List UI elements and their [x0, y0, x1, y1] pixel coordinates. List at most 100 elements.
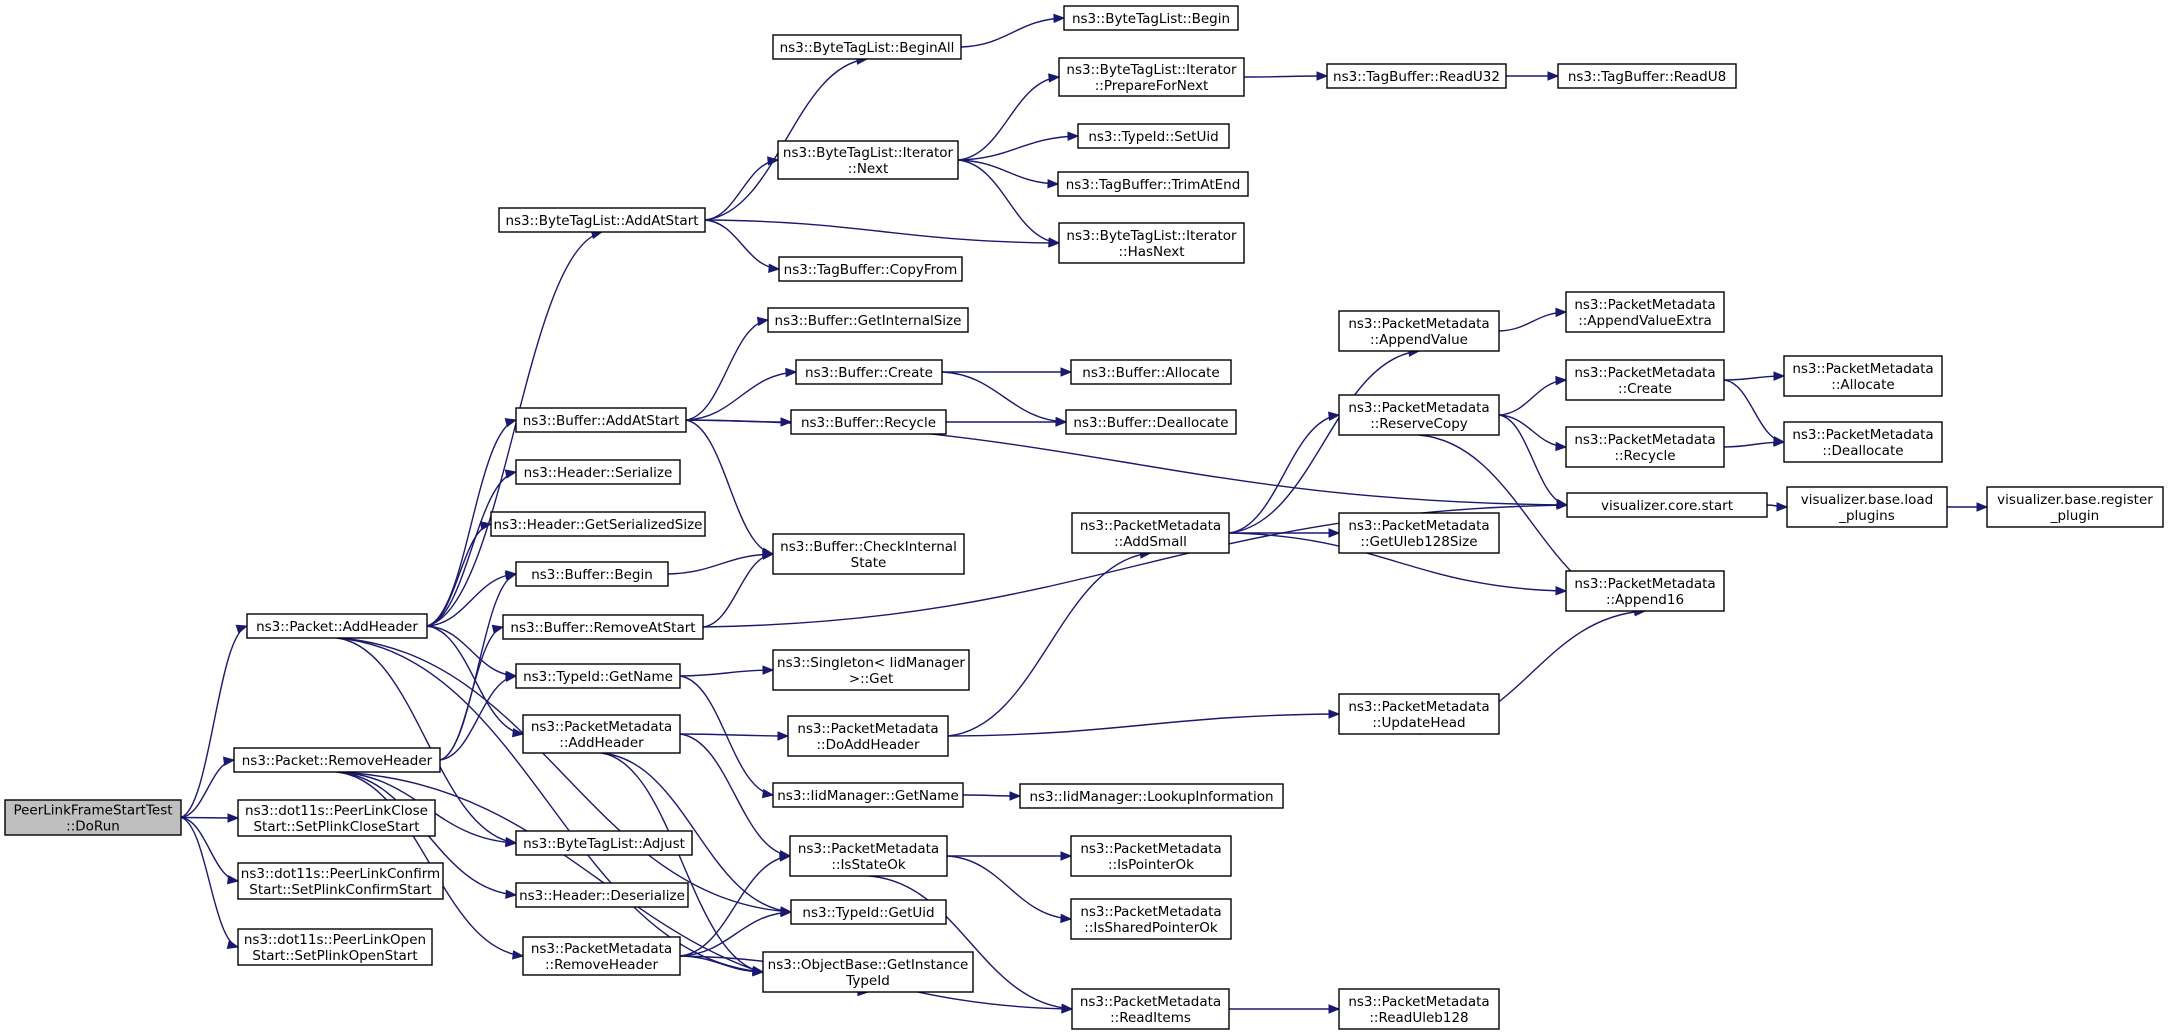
node-pm-updatehead[interactable]: ns3::PacketMetadata::UpdateHead [1338, 693, 1500, 735]
node-box [1986, 486, 2164, 528]
edge-line [679, 911, 792, 957]
node-box [515, 830, 693, 856]
node-pm-allocate[interactable]: ns3::PacketMetadata::Allocate [1783, 355, 1943, 397]
node-box [1070, 359, 1232, 385]
arrowhead-icon [505, 672, 518, 682]
edge-pm_readitems-to-pm_readuleb128 [1228, 1004, 1341, 1014]
node-btl-it-hasnext[interactable]: ns3::ByteTagList::Iterator::HasNext [1058, 222, 1245, 264]
node-label-line: ns3::Buffer::Begin [531, 567, 653, 583]
node-iid-lookupinfo[interactable]: ns3::IidManager::LookupInformation [1019, 783, 1284, 809]
node-box [1783, 355, 1943, 397]
node-buf-create[interactable]: ns3::Buffer::Create [795, 359, 943, 385]
node-pm-addsmall[interactable]: ns3::PacketMetadata::AddSmall [1071, 512, 1230, 554]
node-tb-readu32[interactable]: ns3::TagBuffer::ReadU32 [1326, 63, 1507, 89]
node-iid-getname[interactable]: ns3::IidManager::GetName [772, 782, 964, 808]
node-plink-close[interactable]: ns3::dot11s::PeerLinkCloseStart::SetPlin… [237, 799, 436, 837]
node-pm-append16[interactable]: ns3::PacketMetadata::Append16 [1565, 570, 1725, 612]
node-box [237, 928, 433, 966]
arrowhead-icon [226, 939, 240, 950]
node-btl-it-next[interactable]: ns3::ByteTagList::Iterator::Next [777, 140, 959, 180]
node-tb-readu8[interactable]: ns3::TagBuffer::ReadU8 [1557, 63, 1737, 89]
node-typeid-getname[interactable]: ns3::TypeId::GetName [515, 663, 681, 689]
node-buf-removeatstart[interactable]: ns3::Buffer::RemoveAtStart [502, 614, 704, 640]
node-pm-deallocate[interactable]: ns3::PacketMetadata::Deallocate [1783, 421, 1943, 463]
node-box [1058, 222, 1245, 264]
node-label-line: ns3::PacketMetadata [1080, 904, 1221, 920]
node-typeid-setuid[interactable]: ns3::TypeId::SetUid [1077, 123, 1230, 149]
node-label-line: Start::SetPlinkConfirmStart [249, 882, 431, 898]
edge-pm_appendvalue-to-pm_appendvalueextra [1498, 307, 1568, 332]
node-pm-appendvalue[interactable]: ns3::PacketMetadata::AppendValue [1338, 310, 1500, 352]
edge-pm_removeheader-to-ob_getinstancetypeid [679, 955, 765, 977]
node-buf-begin[interactable]: ns3::Buffer::Begin [515, 561, 669, 587]
node-box [1338, 394, 1500, 436]
node-pm-appendvalueextra[interactable]: ns3::PacketMetadata::AppendValueExtra [1565, 291, 1725, 333]
node-pm-reservecopy[interactable]: ns3::PacketMetadata::ReserveCopy [1338, 394, 1500, 436]
edge-typeid_getname-to-iid_getname [679, 675, 775, 799]
node-viz-load-plugins[interactable]: visualizer.base.load_plugins [1786, 486, 1948, 528]
node-hdr-deserialize[interactable]: ns3::Header::Deserialize [515, 882, 689, 908]
arrowhead-icon [1555, 441, 1568, 452]
node-viz-core-start[interactable]: visualizer.core.start [1566, 492, 1768, 518]
node-hdr-serialize[interactable]: ns3::Header::Serialize [515, 459, 681, 485]
node-pm-doaddheader[interactable]: ns3::PacketMetadata::DoAddHeader [787, 715, 949, 757]
node-pm-getuleb128size[interactable]: ns3::PacketMetadata::GetUleb128Size [1338, 512, 1500, 554]
node-buf-getinternalsize[interactable]: ns3::Buffer::GetInternalSize [767, 307, 969, 333]
node-pm-removeheader[interactable]: ns3::PacketMetadata::RemoveHeader [522, 936, 681, 976]
node-hdr-getsersize[interactable]: ns3::Header::GetSerializedSize [490, 511, 706, 537]
node-label-line: ns3::ObjectBase::GetInstance [768, 957, 969, 973]
node-pm-create[interactable]: ns3::PacketMetadata::Create [1565, 359, 1725, 401]
node-pm-readitems[interactable]: ns3::PacketMetadata::ReadItems [1071, 988, 1230, 1030]
node-label-line: ::Allocate [1831, 377, 1894, 393]
node-pm-readuleb128[interactable]: ns3::PacketMetadata::ReadUleb128 [1338, 988, 1500, 1030]
arrowhead-icon [1316, 71, 1329, 81]
node-buf-allocate[interactable]: ns3::Buffer::Allocate [1070, 359, 1232, 385]
node-typeid-getuid[interactable]: ns3::TypeId::GetUid [790, 899, 947, 925]
node-label-line: visualizer.core.start [1601, 498, 1733, 514]
node-dorun[interactable]: PeerLinkFrameStartTest::DoRun [4, 799, 182, 836]
node-pm-issharedpointerok[interactable]: ns3::PacketMetadata::IsSharedPointerOk [1070, 898, 1232, 940]
node-pm-recycle[interactable]: ns3::PacketMetadata::Recycle [1565, 426, 1725, 468]
edge-line [957, 135, 1079, 161]
node-pm-addheader[interactable]: ns3::PacketMetadata::AddHeader [522, 714, 681, 754]
node-buf-recycle[interactable]: ns3::Buffer::Recycle [790, 409, 947, 435]
node-label-line: Start::SetPlinkOpenStart [252, 948, 417, 964]
node-pkt-addheader[interactable]: ns3::Packet::AddHeader [246, 613, 428, 639]
node-box [502, 614, 704, 640]
node-label-line: ns3::Buffer::RemoveAtStart [510, 620, 695, 636]
node-singleton-get[interactable]: ns3::Singleton< IidManager>::Get [772, 649, 970, 691]
node-btl-adjust[interactable]: ns3::ByteTagList::Adjust [515, 830, 693, 856]
node-label-line: ns3::PacketMetadata [1574, 365, 1715, 381]
node-tb-copyfrom[interactable]: ns3::TagBuffer::CopyFrom [778, 256, 963, 282]
node-box [1565, 570, 1725, 612]
edge-tb_readu32-to-tb_readu8 [1505, 71, 1560, 81]
node-buf-addatstart[interactable]: ns3::Buffer::AddAtStart [515, 407, 687, 433]
node-viz-register-plugin[interactable]: visualizer.base.register_plugin [1986, 486, 2164, 528]
node-plink-confirm[interactable]: ns3::dot11s::PeerLinkConfirmStart::SetPl… [237, 862, 444, 900]
node-buf-deallocate[interactable]: ns3::Buffer::Deallocate [1065, 409, 1237, 435]
node-pm-ispointerok[interactable]: ns3::PacketMetadata::IsPointerOk [1070, 835, 1232, 877]
node-label-line: ns3::ByteTagList::Iterator [783, 145, 954, 161]
node-box [1057, 171, 1249, 197]
edge-buf_removeatstart-to-buf_checkinternal [702, 550, 775, 628]
node-box [790, 409, 947, 435]
node-plink-open[interactable]: ns3::dot11s::PeerLinkOpenStart::SetPlink… [237, 928, 433, 966]
node-btl-beginall[interactable]: ns3::ByteTagList::BeginAll [772, 34, 962, 60]
edge-line [947, 713, 1340, 737]
node-btl-begin[interactable]: ns3::ByteTagList::Begin [1063, 5, 1239, 31]
node-label-line: ::AppendValueExtra [1578, 313, 1712, 329]
node-box [1565, 359, 1725, 401]
node-btl-it-preparefornext[interactable]: ns3::ByteTagList::Iterator::PrepareForNe… [1058, 57, 1245, 97]
node-label-line: ns3::Singleton< IidManager [777, 655, 965, 671]
edge-pm_removeheader-to-pm_isstateok [679, 852, 792, 957]
edge-pm_isstateok-to-pm_ispointerok [947, 851, 1073, 861]
node-label-line: ns3::PacketMetadata [797, 721, 938, 737]
arrowhead-icon [1009, 791, 1022, 801]
node-tb-trimatend[interactable]: ns3::TagBuffer::TrimAtEnd [1057, 171, 1249, 197]
node-btl-addatstart[interactable]: ns3::ByteTagList::AddAtStart [498, 207, 706, 233]
node-pkt-removeheader[interactable]: ns3::Packet::RemoveHeader [233, 747, 441, 773]
node-pm-isstateok[interactable]: ns3::PacketMetadata::IsStateOk [789, 835, 948, 877]
